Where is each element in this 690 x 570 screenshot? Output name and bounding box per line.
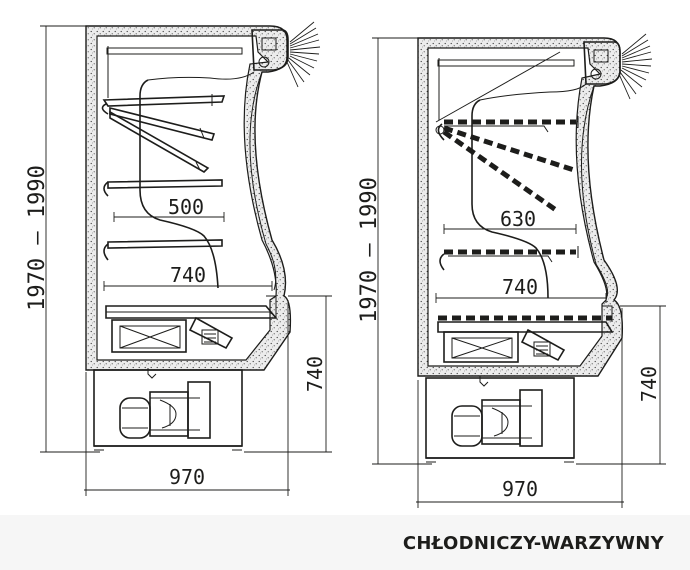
left-height-label: 1970 – 1990 [25, 165, 50, 311]
right-shelf-depth-label: 630 [500, 207, 536, 231]
left-shelves [101, 94, 226, 261]
right-bottom-depth-label: 740 [502, 275, 538, 299]
compressor-icon [451, 389, 543, 447]
right-cabinet [417, 33, 653, 463]
left-shelf-depth-label: 500 [168, 195, 204, 219]
product-caption: CHŁODNICZY-WARZYWNY [402, 533, 664, 554]
right-base [425, 377, 575, 459]
right-depth-label: 970 [502, 477, 538, 501]
right-height-label: 1970 – 1990 [357, 177, 382, 323]
right-evaporator [443, 331, 519, 363]
technical-drawing: 1970 – 1990 970 740 500 740 [25, 21, 666, 508]
right-base-height-label: 740 [637, 366, 661, 402]
fan-icon [520, 328, 566, 362]
light-rays-icon [286, 21, 321, 88]
left-dimensions: 1970 – 1990 970 740 500 740 [25, 25, 332, 496]
footer-bar: CHŁODNICZY-WARZYWNY [0, 515, 690, 570]
left-evaporator [111, 319, 187, 353]
left-lamp-housing [251, 29, 289, 71]
light-rays-icon [618, 33, 653, 100]
left-base [93, 369, 243, 447]
compressor-icon [119, 381, 211, 439]
left-base-height-label: 740 [303, 356, 327, 392]
left-bottom-depth-label: 740 [170, 263, 206, 287]
right-shelves [435, 116, 612, 321]
fan-icon [188, 316, 234, 350]
left-depth-label: 970 [169, 465, 205, 489]
left-cabinet [85, 21, 321, 451]
right-dimensions: 1970 – 1990 970 740 630 740 [357, 37, 666, 508]
